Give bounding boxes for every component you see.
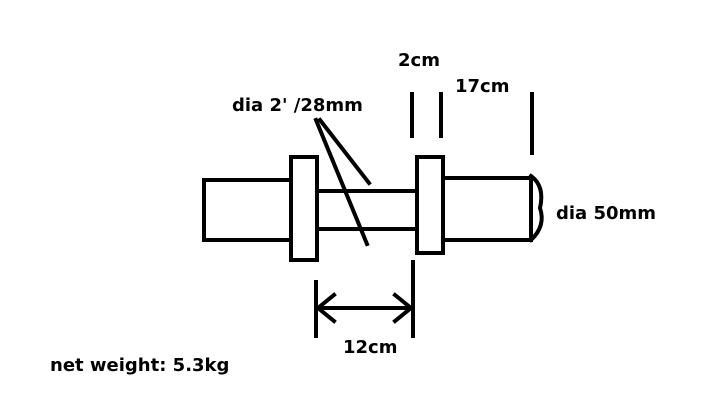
pipe-dia-leader-line-1 (313, 117, 370, 247)
middle-pipe (315, 189, 419, 231)
end-length-label: 17cm (455, 76, 509, 97)
gap-length-label: 12cm (343, 337, 397, 358)
gap-dim-arrowhead-left (314, 292, 337, 324)
pipe-dia-leader-line-2 (317, 117, 372, 186)
right-end-cylinder (441, 176, 533, 242)
net-weight-label: net weight: 5.3kg (50, 355, 229, 376)
left-end-cylinder (202, 178, 293, 242)
end-dia-bracket (528, 173, 544, 243)
right-flange (415, 155, 445, 255)
flange-thickness-label: 2cm (398, 50, 440, 71)
pipe-dia-label: dia 2' /28mm (232, 95, 363, 116)
left-flange (289, 155, 319, 262)
gap-dim-arrowhead-right (392, 292, 415, 324)
end-dia-label: dia 50mm (556, 203, 656, 224)
